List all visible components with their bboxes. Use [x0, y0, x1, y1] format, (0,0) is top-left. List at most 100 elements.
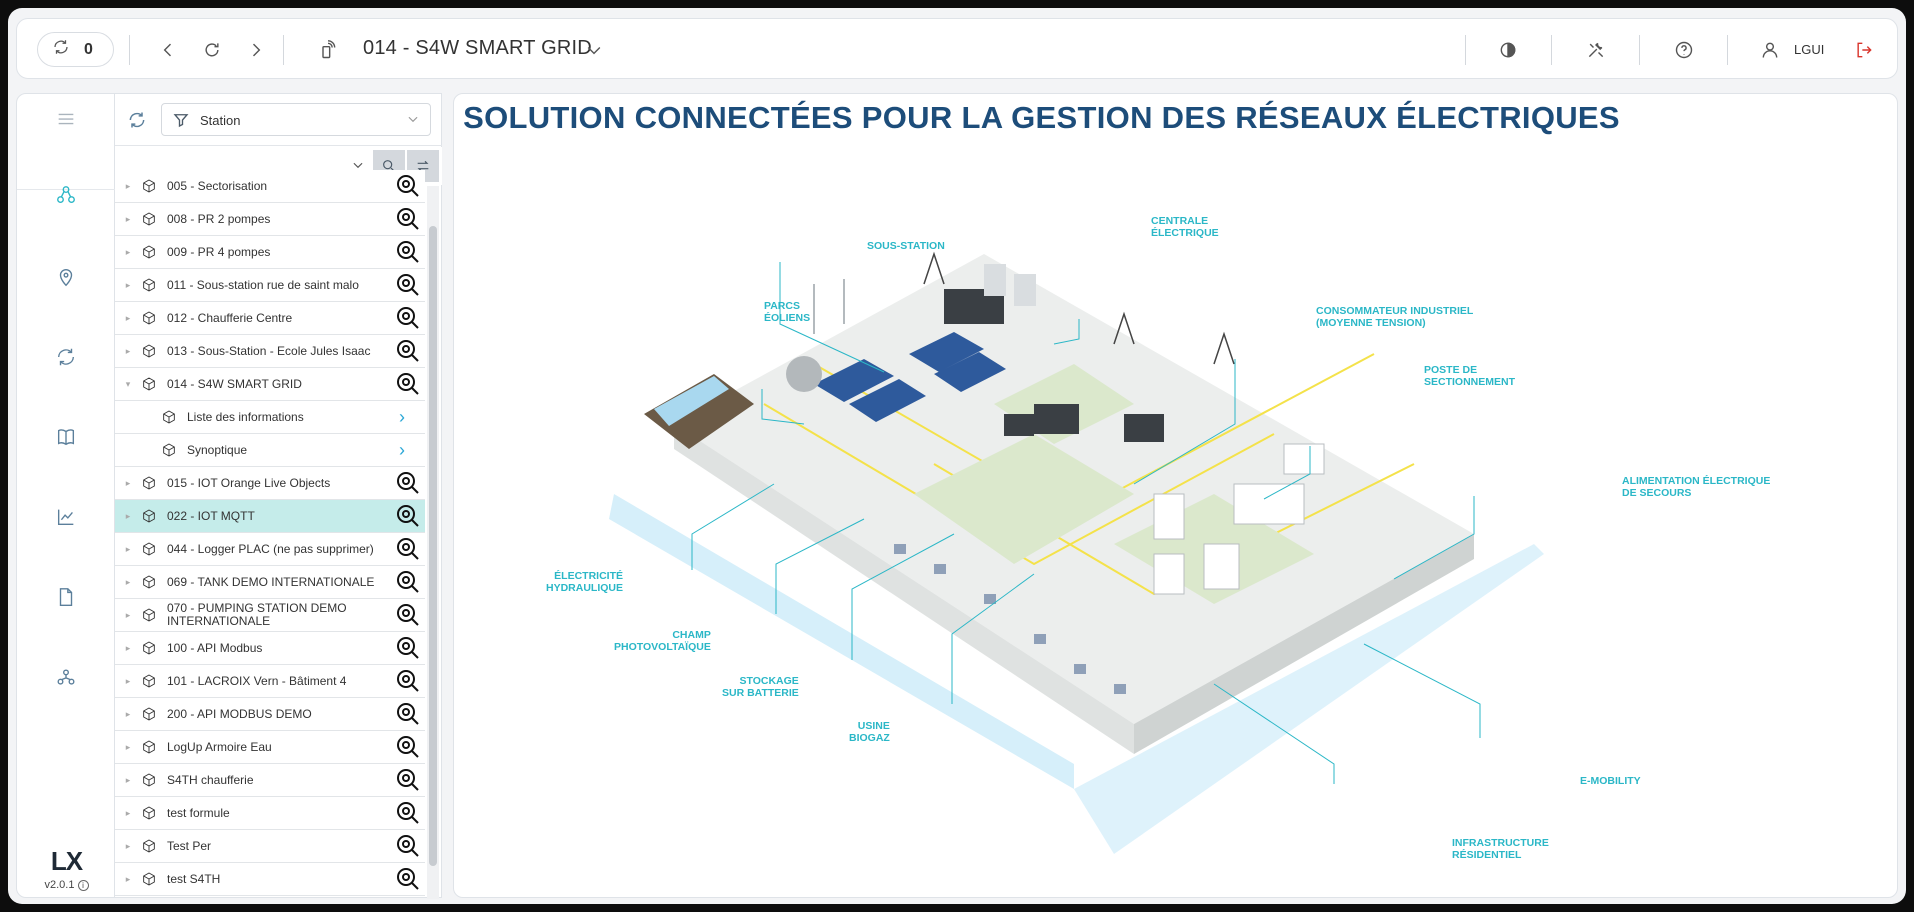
- zoom-icon[interactable]: [395, 536, 421, 562]
- chevron-down-icon[interactable]: [583, 39, 605, 61]
- filter-icon: [172, 111, 190, 129]
- zoom-icon[interactable]: [395, 635, 421, 661]
- station-label: 070 - PUMPING STATION DEMO INTERNATIONAL…: [167, 601, 347, 628]
- scrollbar[interactable]: [427, 186, 439, 899]
- tree-subitem[interactable]: Liste des informations›: [115, 401, 425, 434]
- user-name[interactable]: LGUI: [1794, 42, 1825, 57]
- station-label: 012 - Chaufferie Centre: [167, 310, 293, 325]
- expand-caret-icon[interactable]: ▸: [125, 246, 131, 257]
- station-row[interactable]: ▸ 070 - PUMPING STATION DEMO INTERNATIONA…: [115, 599, 425, 632]
- zoom-icon[interactable]: [395, 338, 421, 364]
- expand-caret-icon[interactable]: ▸: [125, 873, 131, 884]
- station-row[interactable]: ▸069 - TANK DEMO INTERNATIONALE: [115, 566, 425, 599]
- zoom-icon[interactable]: [395, 866, 421, 892]
- station-row[interactable]: ▸022 - IOT MQTT: [115, 500, 425, 533]
- zoom-icon[interactable]: [395, 503, 421, 529]
- station-row[interactable]: ▸test formule: [115, 797, 425, 830]
- zoom-icon[interactable]: [395, 206, 421, 232]
- cube-icon: [141, 277, 157, 293]
- zoom-icon[interactable]: [395, 272, 421, 298]
- zoom-icon[interactable]: [395, 767, 421, 793]
- refresh-icon[interactable]: [127, 110, 147, 130]
- station-row[interactable]: ▸044 - Logger PLAC (ne pas supprimer): [115, 533, 425, 566]
- network-icon[interactable]: [55, 666, 77, 688]
- callout-parcs-eoliens: PARCS ÉOLIENS: [764, 300, 811, 324]
- station-row[interactable]: ▸005 - Sectorisation: [115, 170, 425, 203]
- back-icon[interactable]: [157, 39, 179, 61]
- chevron-down-icon[interactable]: [351, 158, 365, 177]
- document-icon[interactable]: [55, 586, 77, 608]
- station-row[interactable]: ▸ 200 - API MODBUS DEMO: [115, 698, 425, 731]
- zoom-icon[interactable]: [395, 569, 421, 595]
- station-row[interactable]: ▸100 - API Modbus: [115, 632, 425, 665]
- zoom-icon[interactable]: [395, 470, 421, 496]
- expand-caret-icon[interactable]: ▸: [125, 543, 131, 554]
- station-row[interactable]: ▸LogUp Armoire Eau: [115, 731, 425, 764]
- logout-icon[interactable]: [1853, 39, 1875, 61]
- chevron-right-icon[interactable]: ›: [399, 406, 405, 427]
- alarm-counter[interactable]: 0: [37, 32, 114, 67]
- alarms-icon[interactable]: [55, 346, 77, 368]
- zoom-icon[interactable]: [395, 833, 421, 859]
- expand-caret-icon[interactable]: ▸: [125, 279, 131, 290]
- station-row[interactable]: ▸011 - Sous-station rue de saint malo: [115, 269, 425, 302]
- station-row[interactable]: ▸test S4TH: [115, 863, 425, 896]
- station-filter-select[interactable]: Station: [161, 103, 431, 136]
- chevron-right-icon[interactable]: ›: [399, 439, 405, 460]
- station-row[interactable]: ▸008 - PR 2 pompes: [115, 203, 425, 236]
- book-icon[interactable]: [55, 426, 77, 448]
- expand-caret-icon[interactable]: ▾: [125, 378, 131, 389]
- expand-caret-icon[interactable]: ▸: [125, 675, 131, 686]
- expand-caret-icon[interactable]: ▸: [125, 609, 131, 620]
- help-icon[interactable]: [1673, 39, 1695, 61]
- zoom-icon[interactable]: [395, 701, 421, 727]
- cube-icon: [141, 673, 157, 689]
- expand-caret-icon[interactable]: ▸: [125, 774, 131, 785]
- zoom-icon[interactable]: [395, 668, 421, 694]
- station-row[interactable]: ▸015 - IOT Orange Live Objects: [115, 467, 425, 500]
- tree-subitem[interactable]: Synoptique›: [115, 434, 425, 467]
- expand-caret-icon[interactable]: ▸: [125, 180, 131, 191]
- cube-icon: [141, 508, 157, 524]
- chart-icon[interactable]: [55, 506, 77, 528]
- contrast-icon[interactable]: [1497, 39, 1519, 61]
- station-row[interactable]: ▸013 - Sous-Station - Ecole Jules Isaac: [115, 335, 425, 368]
- refresh-icon[interactable]: [201, 39, 223, 61]
- station-row[interactable]: ▸Test Per: [115, 830, 425, 863]
- expand-caret-icon[interactable]: ▸: [125, 708, 131, 719]
- expand-caret-icon[interactable]: ▸: [125, 345, 131, 356]
- station-row[interactable]: ▸ 012 - Chaufferie Centre: [115, 302, 425, 335]
- stations-icon[interactable]: [55, 184, 77, 206]
- location-icon[interactable]: [55, 266, 77, 288]
- station-label: 200 - API MODBUS DEMO: [167, 706, 312, 721]
- menu-icon[interactable]: [55, 108, 77, 130]
- station-label: 009 - PR 4 pompes: [167, 244, 271, 259]
- scrollbar-thumb[interactable]: [429, 226, 437, 866]
- filter-row: Station: [115, 94, 442, 146]
- expand-caret-icon[interactable]: ▸: [125, 510, 131, 521]
- zoom-icon[interactable]: [395, 602, 421, 628]
- expand-caret-icon[interactable]: ▸: [125, 807, 131, 818]
- zoom-icon[interactable]: [395, 173, 421, 199]
- expand-caret-icon[interactable]: ▸: [125, 213, 131, 224]
- info-icon[interactable]: i: [77, 879, 89, 891]
- expand-caret-icon[interactable]: ▸: [125, 840, 131, 851]
- zoom-icon[interactable]: [395, 371, 421, 397]
- tools-icon[interactable]: [1585, 39, 1607, 61]
- zoom-icon[interactable]: [395, 800, 421, 826]
- expand-caret-icon[interactable]: ▸: [125, 477, 131, 488]
- zoom-icon[interactable]: [395, 239, 421, 265]
- forward-icon[interactable]: [245, 39, 267, 61]
- station-row[interactable]: ▾014 - S4W SMART GRID: [115, 368, 425, 401]
- expand-caret-icon[interactable]: ▸: [125, 312, 131, 323]
- expand-caret-icon[interactable]: ▸: [125, 741, 131, 752]
- zoom-icon[interactable]: [395, 305, 421, 331]
- station-row[interactable]: ▸101 - LACROIX Vern - Bâtiment 4: [115, 665, 425, 698]
- zoom-icon[interactable]: [395, 734, 421, 760]
- expand-caret-icon[interactable]: ▸: [125, 642, 131, 653]
- expand-caret-icon[interactable]: ▸: [125, 576, 131, 587]
- user-icon[interactable]: [1759, 39, 1781, 61]
- station-row[interactable]: ▸ 009 - PR 4 pompes: [115, 236, 425, 269]
- callout-poste-sectionnement: POSTE DE SECTIONNEMENT: [1424, 364, 1516, 388]
- station-row[interactable]: ▸S4TH chaufferie: [115, 764, 425, 797]
